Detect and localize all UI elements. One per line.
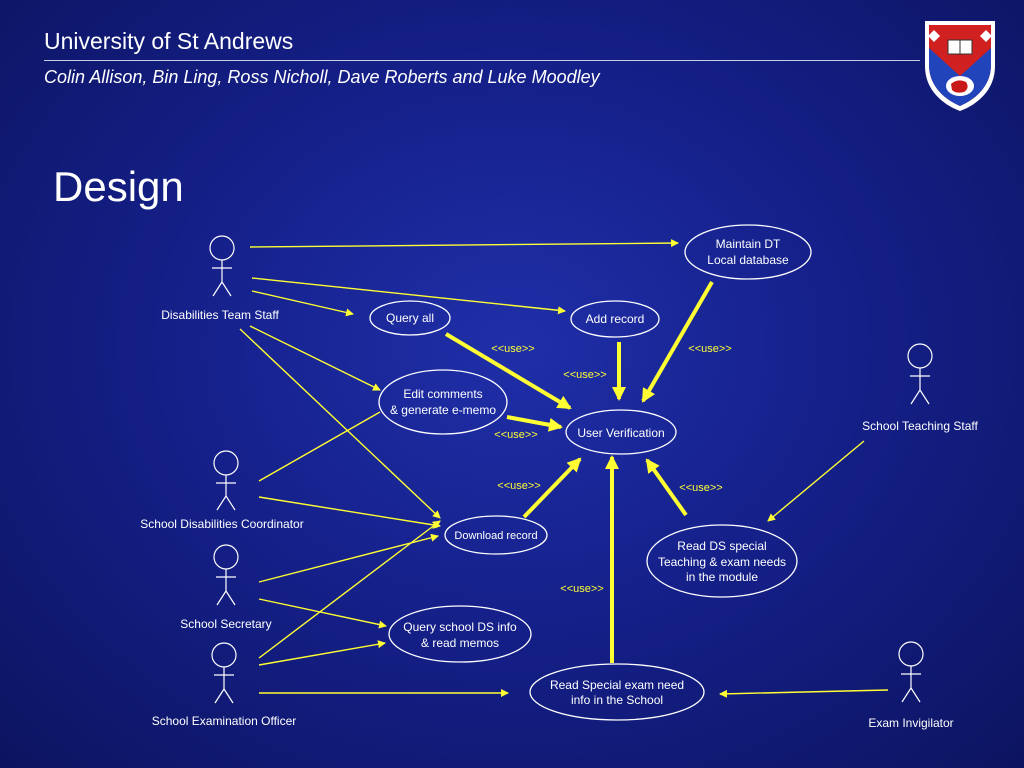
usecase-edit-comments: Edit comments & generate e-memo <box>378 369 508 435</box>
svg-text:& generate e-memo: & generate e-memo <box>390 403 496 417</box>
usecase-read-ds-special: Read DS special Teaching & exam needs in… <box>646 524 798 598</box>
svg-text:info in the School: info in the School <box>571 693 663 707</box>
actor-school-disabilities-coordinator: School Disabilities Coordinator <box>140 450 304 531</box>
actor-label: School Teaching Staff <box>862 419 978 433</box>
use-label: <<use>> <box>497 480 540 492</box>
use-dependencies <box>444 280 714 663</box>
use-label: <<use>> <box>560 583 603 595</box>
svg-text:Local database: Local database <box>707 253 789 267</box>
use-label: <<use>> <box>563 369 606 381</box>
svg-text:& read memos: & read memos <box>421 636 499 650</box>
use-label: <<use>> <box>688 343 731 355</box>
usecase-download-record: Download record <box>444 515 548 555</box>
svg-text:Add record: Add record <box>586 312 645 326</box>
svg-text:Download record: Download record <box>454 530 537 542</box>
actor-label: School Secretary <box>180 617 271 631</box>
actor-school-teaching-staff: School Teaching Staff <box>862 343 978 433</box>
usecase-read-special-exam: Read Special exam need info in the Schoo… <box>529 663 705 721</box>
actor-label: Disabilities Team Staff <box>161 308 279 322</box>
university-title: University of St Andrews <box>44 28 294 54</box>
svg-text:User Verification: User Verification <box>577 426 664 440</box>
actor-label: School Disabilities Coordinator <box>140 517 303 531</box>
svg-text:in the module: in the module <box>686 570 758 584</box>
usecase-query-school-ds: Query school DS info & read memos <box>388 605 532 663</box>
university-crest-icon <box>925 21 995 112</box>
use-label: <<use>> <box>494 429 537 441</box>
usecase-add-record: Add record <box>570 300 660 338</box>
svg-text:Read DS special: Read DS special <box>677 539 766 553</box>
svg-text:Query all: Query all <box>386 311 434 325</box>
actor-disabilities-team-staff: Disabilities Team Staff <box>161 235 279 322</box>
association-lines <box>239 239 889 698</box>
svg-text:Query school DS info: Query school DS info <box>403 620 517 634</box>
usecase-maintain-dt-database: Maintain DT Local database <box>684 224 812 280</box>
svg-text:Maintain DT: Maintain DT <box>716 237 781 251</box>
svg-text:Teaching & exam needs: Teaching & exam needs <box>658 555 786 569</box>
slide-title: Design <box>53 163 184 210</box>
use-label: <<use>> <box>491 343 534 355</box>
actor-exam-invigilator: Exam Invigilator <box>868 641 954 730</box>
actor-school-secretary: School Secretary <box>180 544 272 631</box>
authors-line: Colin Allison, Bin Ling, Ross Nicholl, D… <box>44 67 600 87</box>
svg-text:Edit comments: Edit comments <box>403 387 482 401</box>
actor-label: Exam Invigilator <box>868 716 953 730</box>
use-label: <<use>> <box>679 482 722 494</box>
svg-text:Read Special exam need: Read Special exam need <box>550 678 684 692</box>
usecase-user-verification: User Verification <box>565 409 677 455</box>
usecase-query-all: Query all <box>369 300 451 336</box>
header-divider <box>44 60 920 61</box>
actor-school-examination-officer: School Examination Officer <box>152 642 297 728</box>
actor-label: School Examination Officer <box>152 714 297 728</box>
